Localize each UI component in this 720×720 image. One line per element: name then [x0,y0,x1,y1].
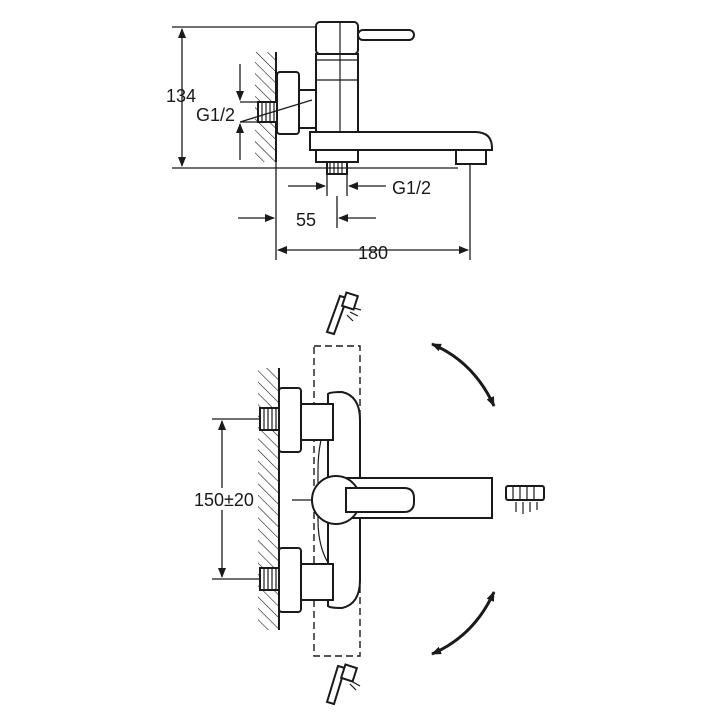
rotation-arrow-lower [431,591,496,656]
dimension-depth-inlet-label: 55 [296,210,316,230]
shower-head-icon [325,291,362,336]
dimension-outlet-thread-label: G1/2 [392,178,431,198]
dimension-inlet-spacing: 150±20 [194,418,260,580]
side-spout [309,131,493,165]
dimension-height: 134 [166,26,458,169]
front-upper-inlet [259,387,334,453]
dimension-outlet-thread: G1/2 [288,174,431,198]
dimension-depth-total-label: 180 [358,243,388,263]
bath-outlet-icon [505,485,545,514]
rotation-arrow-upper [431,342,496,407]
dimension-inlet-thread: G1/2 [196,64,313,160]
dimension-depth-total: 180 [277,164,471,263]
dimension-height-label: 134 [166,86,196,106]
dimension-inlet-thread-label: G1/2 [196,105,235,125]
side-view: 134 G1/2 G1/2 55 [166,21,493,263]
hand-shower-icon [325,663,361,706]
front-lever-handle [292,475,415,525]
side-valve-body [315,21,415,133]
dimension-depth-inlet: 55 [238,162,376,260]
side-outlet-fitting [315,149,359,175]
front-view: 150±20 [194,291,545,706]
front-lower-inlet [259,547,334,613]
dimension-inlet-spacing-label: 150±20 [194,490,254,510]
